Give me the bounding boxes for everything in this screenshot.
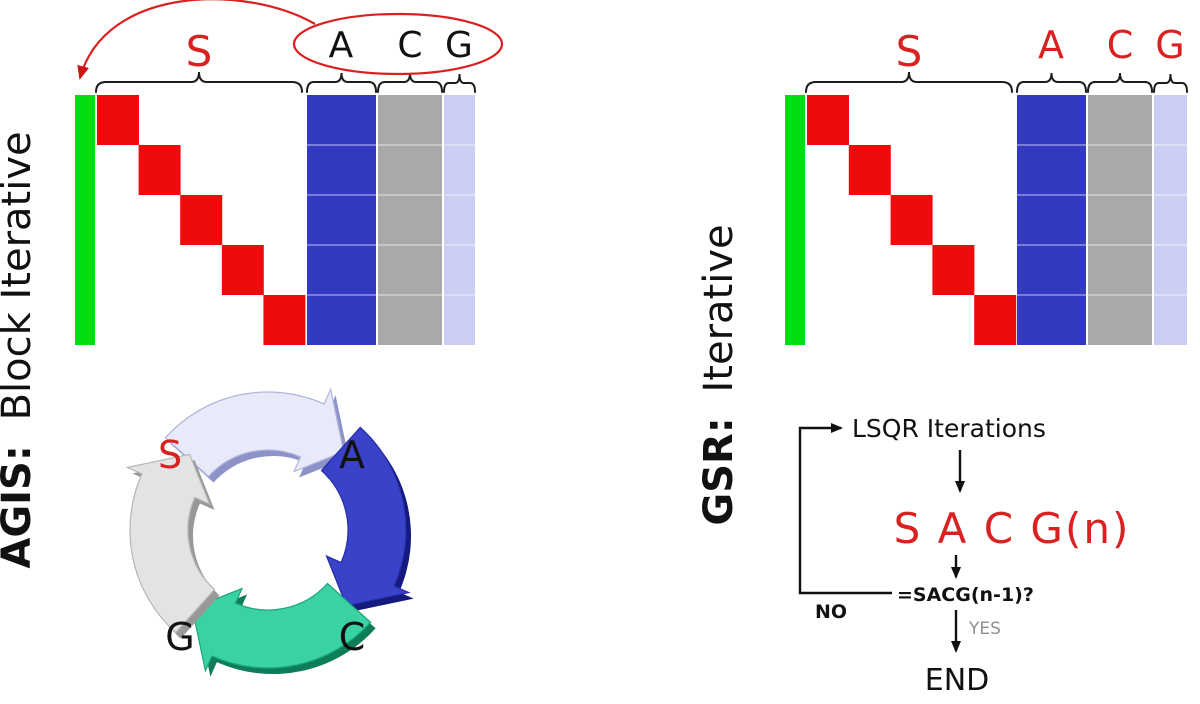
gsr-label-c: C xyxy=(1107,23,1134,67)
agis-label-g: G xyxy=(445,25,473,66)
flow-loop-arrow xyxy=(798,423,892,595)
flow-no-label: NO xyxy=(815,601,847,623)
agis-label-s: S xyxy=(186,27,213,76)
agis-panel: AGIS: Block Iterative S A C G xyxy=(0,0,504,677)
gsr-brace-a xyxy=(1016,72,1087,93)
gsr-column-c xyxy=(1088,95,1152,345)
acg-ellipse xyxy=(292,12,504,76)
agis-title-prefix: AGIS: xyxy=(0,445,40,568)
gsr-red-block xyxy=(932,245,975,295)
gsr-panel-title: GSR: Iterative xyxy=(696,224,742,525)
gsr-label-a: A xyxy=(1038,23,1064,67)
agis-red-block xyxy=(97,95,139,145)
gsr-title-rest: Iterative xyxy=(696,224,742,392)
gsr-brace-s xyxy=(805,71,1013,93)
feedback-arrow xyxy=(77,0,316,80)
gsr-brace-c xyxy=(1087,72,1153,93)
agis-row-dividers xyxy=(307,144,475,296)
gsr-column-g xyxy=(1154,95,1187,345)
cycle-arrow-right xyxy=(320,426,414,612)
agis-panel-title: AGIS: Block Iterative xyxy=(0,131,40,568)
flow-yes-label: YES xyxy=(968,619,1001,639)
gsr-red-block xyxy=(807,95,849,145)
agis-red-block xyxy=(263,295,306,345)
agis-red-block xyxy=(180,195,223,245)
flow-step-lsqr: LSQR Iterations xyxy=(852,414,1046,443)
gsr-red-block xyxy=(890,195,933,245)
gsr-column-a xyxy=(1017,95,1086,345)
agis-label-a: A xyxy=(329,25,354,66)
gsr-label-s: S xyxy=(896,27,923,76)
gsr-red-block xyxy=(974,295,1017,345)
cycle-label-a: A xyxy=(339,433,365,477)
agis-column-a xyxy=(307,95,376,345)
agis-brace-g xyxy=(443,73,476,93)
gsr-row-dividers xyxy=(1017,144,1187,296)
cycle-label-c: C xyxy=(339,615,366,659)
agis-label-c: C xyxy=(397,25,422,66)
agis-title-rest: Block Iterative xyxy=(0,131,40,420)
gsr-brace-g xyxy=(1153,73,1188,93)
cycle-arrow-bottom xyxy=(191,582,376,677)
cycle-label-g: G xyxy=(165,615,194,659)
gsr-label-g: G xyxy=(1155,23,1184,67)
agis-red-block xyxy=(221,245,264,295)
agis-brace-c xyxy=(377,72,443,93)
gsr-matrix xyxy=(785,95,1187,345)
agis-column-c xyxy=(378,95,442,345)
cycle-arrow-top xyxy=(164,387,349,483)
flow-condition: =SACG(n-1)? xyxy=(897,584,1034,606)
flow-end-label: END xyxy=(925,663,990,698)
iteration-cycle: S A C G xyxy=(125,387,414,677)
gsr-title-prefix: GSR: xyxy=(696,417,742,525)
agis-brace-s xyxy=(95,71,303,93)
flow-result-sacg: S A C G(n) xyxy=(894,504,1131,553)
cycle-label-s: S xyxy=(158,433,182,477)
agis-brace-a xyxy=(306,72,377,93)
agis-green-column xyxy=(75,95,95,345)
agis-matrix xyxy=(75,95,475,345)
gsr-green-column xyxy=(785,95,805,345)
agis-red-block xyxy=(138,145,181,195)
cycle-arrow-left xyxy=(125,453,220,639)
gsr-red-block xyxy=(848,145,891,195)
gsr-panel: GSR: Iterative S A C G LSQR Iterations S… xyxy=(696,23,1188,698)
gsr-flowchart: LSQR Iterations S A C G(n) =SACG(n-1)? N… xyxy=(798,414,1131,698)
agis-column-g xyxy=(444,95,475,345)
